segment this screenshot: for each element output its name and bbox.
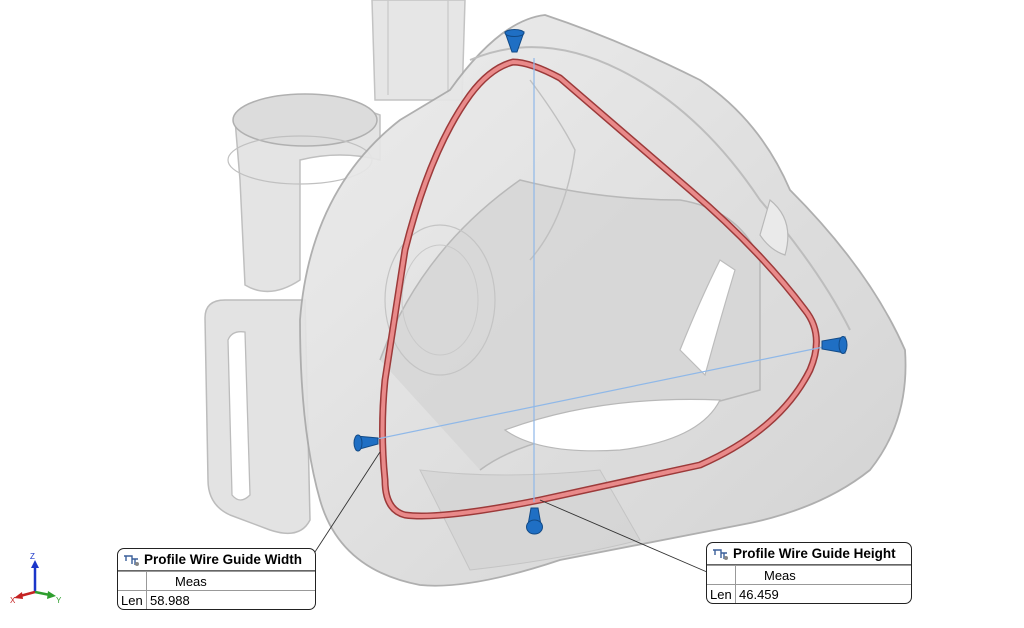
- measured-value: 46.459: [735, 584, 911, 603]
- column-header: Meas: [146, 571, 315, 591]
- callout-title: Profile Wire Guide Width: [144, 552, 303, 567]
- measured-value: 58.988: [146, 590, 315, 609]
- measurement-table: Meas Len 46.459: [707, 565, 911, 603]
- axis-x-label: X: [10, 596, 16, 605]
- caliper-icon: [713, 548, 728, 560]
- measurement-table: Meas Len 58.988: [118, 571, 315, 609]
- width-leader-line: [312, 451, 381, 556]
- height-leader-line: [539, 499, 708, 573]
- empty-cell: [118, 571, 147, 591]
- axis-y-label: Y: [56, 596, 62, 605]
- width-measurement-callout[interactable]: Profile Wire Guide Width Meas Len 58.988: [117, 548, 316, 610]
- callout-header: Profile Wire Guide Width: [118, 549, 315, 571]
- wire-guide-highlight: [380, 60, 819, 518]
- elbow-pipe: [227, 93, 381, 293]
- callout-header: Profile Wire Guide Height: [707, 543, 911, 565]
- mask-shell: [299, 14, 907, 587]
- empty-cell: [707, 565, 736, 585]
- row-label: Len: [118, 590, 147, 609]
- marker-left[interactable]: [353, 434, 379, 452]
- axis-triad-icon: [14, 560, 56, 599]
- row-label: Len: [707, 584, 736, 603]
- marker-right[interactable]: [821, 336, 848, 354]
- axis-z-label: Z: [30, 552, 35, 561]
- callout-title: Profile Wire Guide Height: [733, 546, 896, 561]
- height-measurement-callout[interactable]: Profile Wire Guide Height Meas Len 46.45…: [706, 542, 912, 604]
- width-measure-line: [371, 345, 829, 441]
- axis-triad: Z X Y: [8, 552, 68, 610]
- tube-top: [371, 0, 466, 101]
- caliper-icon: [124, 554, 139, 566]
- column-header: Meas: [735, 565, 911, 585]
- marker-top[interactable]: [504, 29, 525, 53]
- marker-bottom[interactable]: [526, 507, 543, 535]
- side-clip: [204, 299, 311, 535]
